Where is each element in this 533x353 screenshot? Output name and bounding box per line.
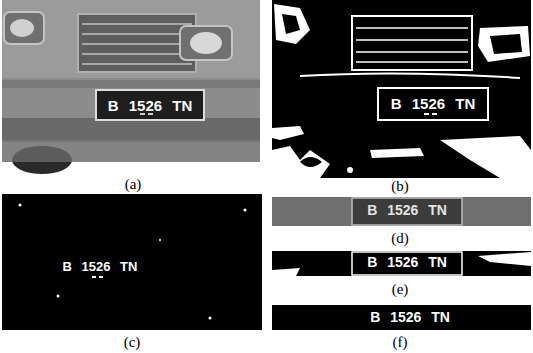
- plate-strip-clean: [272, 305, 531, 330]
- plate-text: B 1526 TN: [108, 98, 193, 113]
- panel-caption: (c): [124, 335, 141, 350]
- plate-text: B 1526 TN: [63, 260, 138, 273]
- plate-text: B 1526 TN: [391, 96, 476, 111]
- panel-caption: (a): [125, 177, 142, 192]
- plate-text: B 1526 TN: [367, 203, 447, 217]
- binary-photo: [272, 0, 531, 178]
- panel-caption: (b): [391, 179, 409, 194]
- panel-caption: (e): [392, 282, 409, 297]
- filtered-photo: [2, 194, 262, 330]
- plate-strip-binary: [272, 251, 531, 276]
- plate-strip-gray: [272, 197, 531, 226]
- panel-caption: (f): [393, 335, 408, 350]
- panel-caption: (d): [391, 231, 409, 246]
- plate-text: B 1526 TN: [367, 255, 447, 269]
- truck-photo: [2, 0, 260, 174]
- plate-text: B 1526 TN: [370, 310, 450, 324]
